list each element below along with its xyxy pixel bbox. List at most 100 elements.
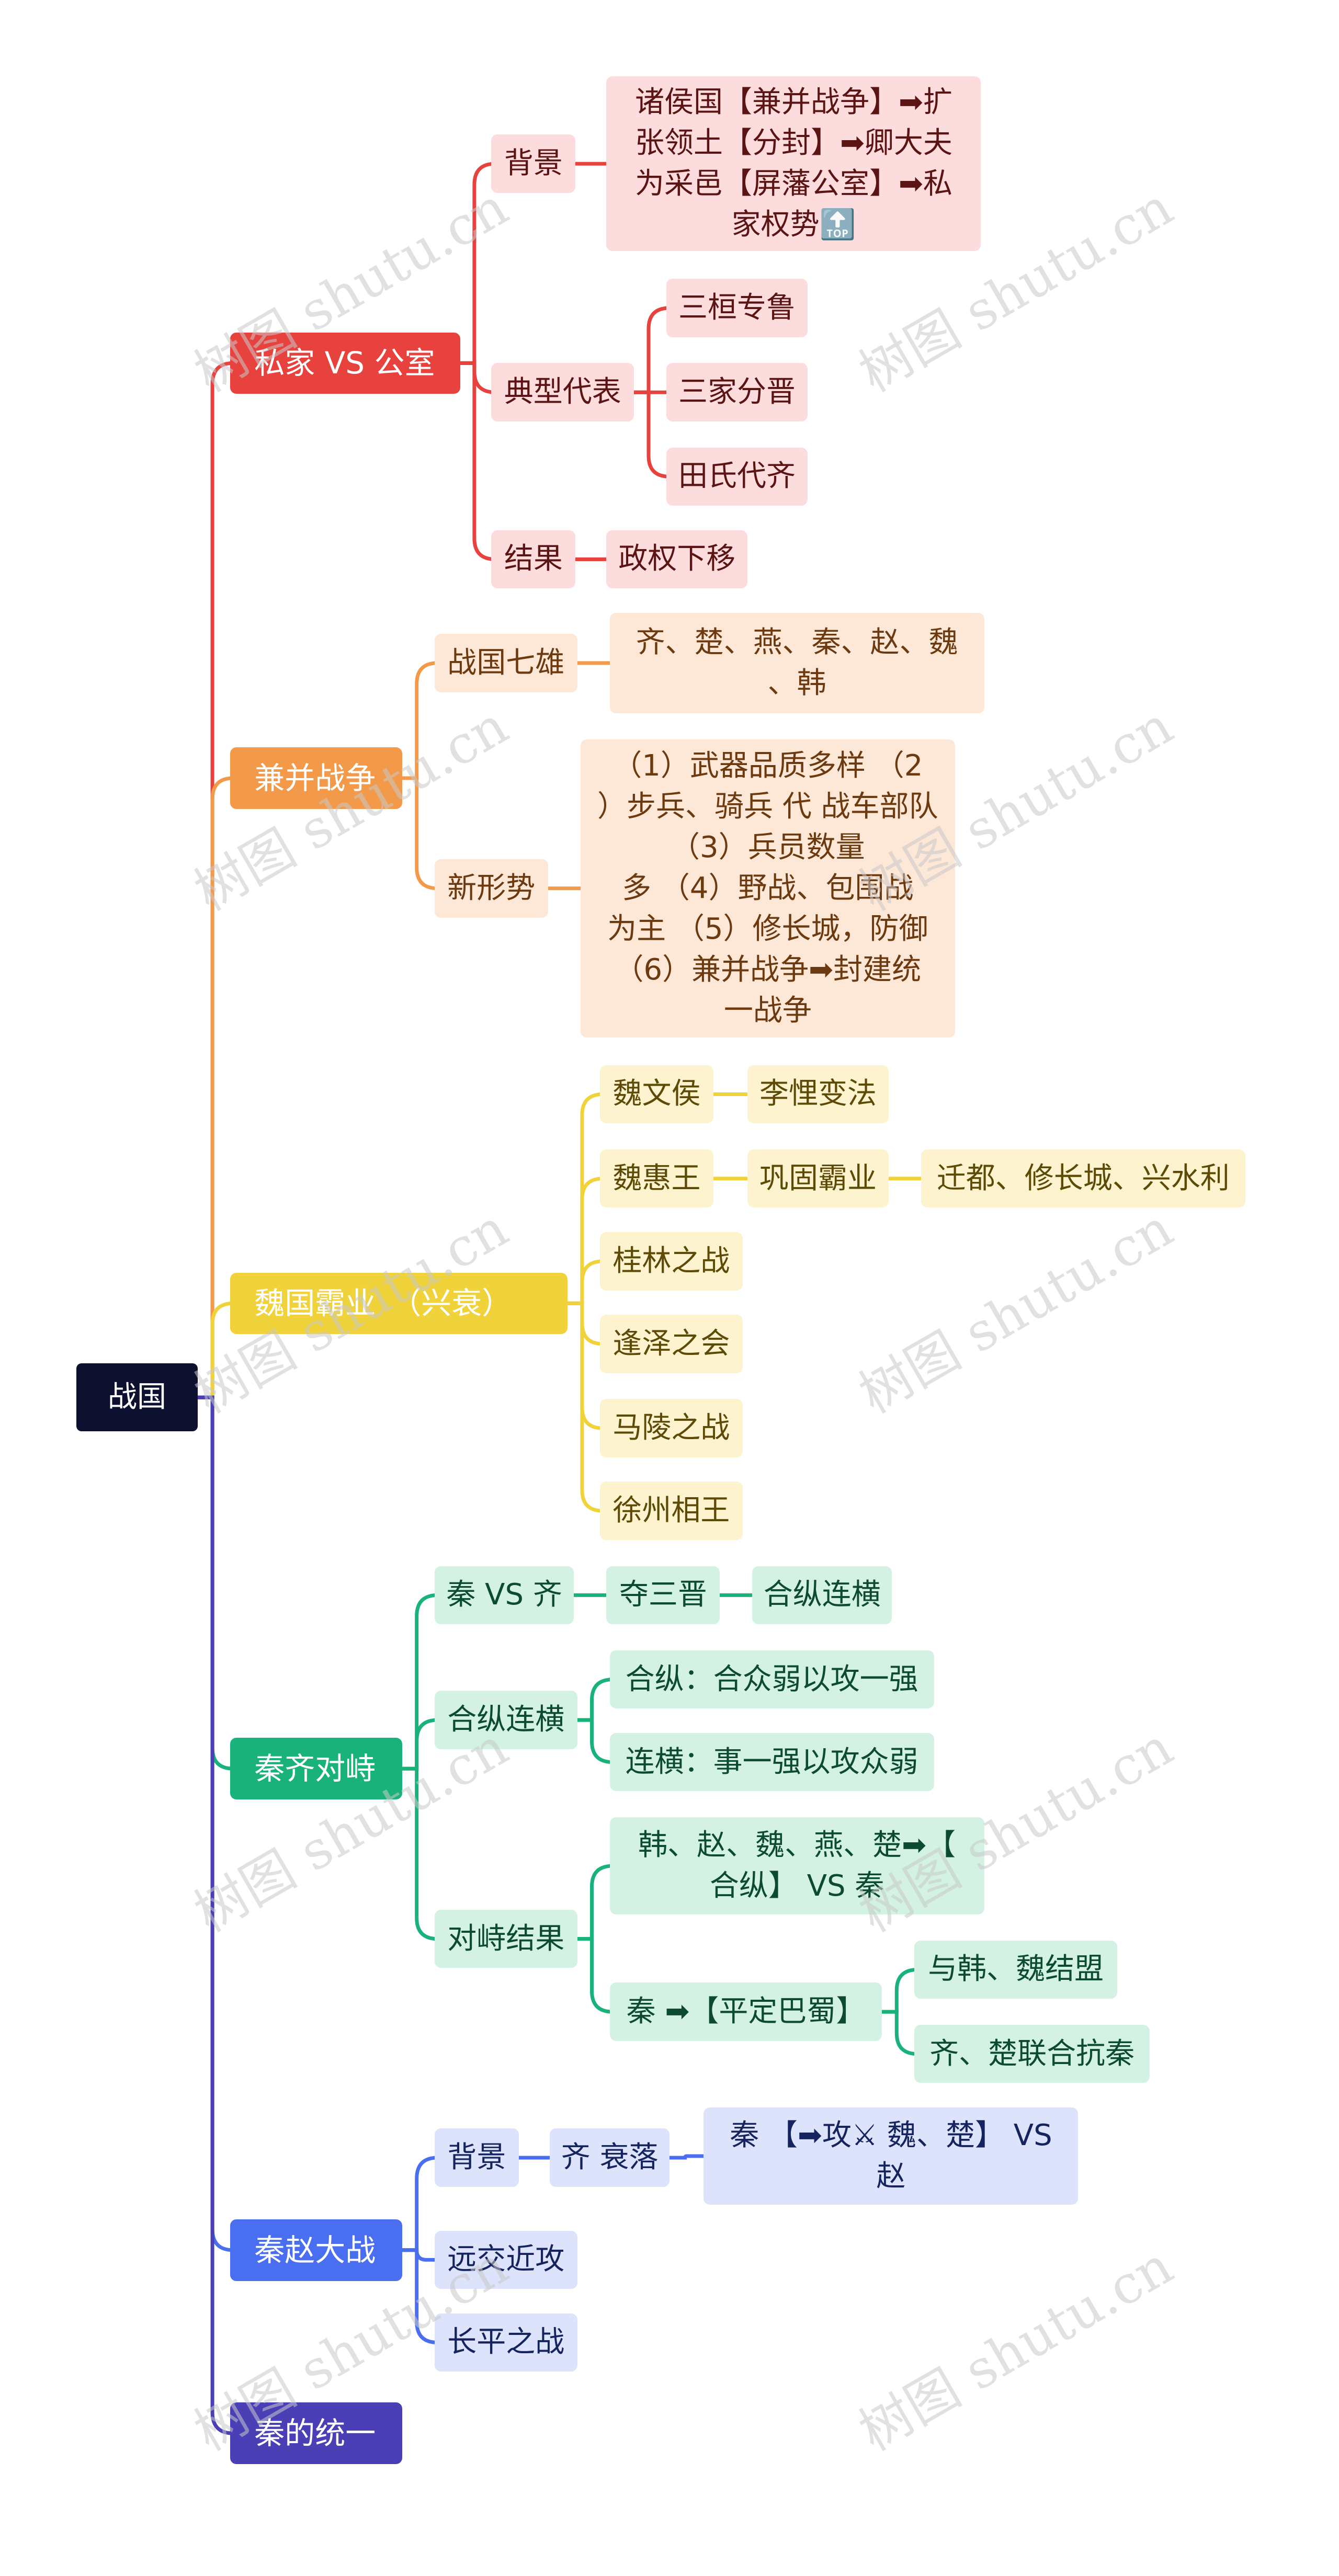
topic-node-branches-0-children-1-children-1[interactable]: 三家分晋 bbox=[666, 363, 808, 421]
node-label: 政权下移 bbox=[618, 542, 736, 576]
topic-node-branches-0-children-1-children-0[interactable]: 三桓专鲁 bbox=[666, 279, 808, 337]
topic-node-branches-4-children-1[interactable]: 远交近攻 bbox=[434, 2230, 577, 2289]
node-label: 新形势 bbox=[447, 871, 536, 905]
topic-node-branches-3-children-2-children-1-children-0[interactable]: 与韩、魏结盟 bbox=[914, 1940, 1117, 1999]
node-label: 三家分晋 bbox=[678, 375, 796, 409]
connector-line bbox=[196, 1395, 234, 2252]
topic-node-branches-0-children-0-children-0[interactable]: 诸侯国【兼并战争】➡扩 张领土【分封】➡卿大夫 为采邑【屏藩公室】➡私 家权势🔝 bbox=[606, 76, 981, 252]
topic-node-branches-3-children-0[interactable]: 秦 VS 齐 bbox=[434, 1566, 574, 1625]
node-label: 迁都、修长城、兴水利 bbox=[936, 1161, 1230, 1195]
node-label: 齐、楚、燕、秦、赵、魏 、韩 bbox=[636, 625, 958, 700]
connector-line bbox=[196, 1395, 234, 1771]
topic-node-branches-3-children-1-children-1[interactable]: 连横：事一强以攻众弱 bbox=[609, 1732, 934, 1792]
topic-node-branches-1-children-0-children-0[interactable]: 齐、楚、燕、秦、赵、魏 、韩 bbox=[609, 612, 984, 713]
connector-line bbox=[565, 1301, 604, 1430]
topic-node-branches-0-children-0[interactable]: 背景 bbox=[491, 134, 576, 193]
root-node-label: 战国 bbox=[107, 1380, 166, 1415]
node-label: 巩固霸业 bbox=[759, 1161, 877, 1195]
topic-node-branches-3-children-2[interactable]: 对峙结果 bbox=[434, 1909, 577, 1968]
topic-node-branches-3-children-0-children-0-children-0[interactable]: 合纵连横 bbox=[752, 1566, 892, 1625]
node-label: 连横：事一强以攻众弱 bbox=[625, 1745, 918, 1779]
topic-node-branches-3-children-2-children-1[interactable]: 秦 ➡【平定巴蜀】 bbox=[609, 1982, 882, 2041]
node-label: 对峙结果 bbox=[447, 1921, 565, 1956]
topic-node-branches-0-children-2-children-0[interactable]: 政权下移 bbox=[606, 530, 748, 589]
topic-node-branches-3-children-1[interactable]: 合纵连横 bbox=[434, 1691, 577, 1749]
topic-node-branches-2-children-0-children-0[interactable]: 李悝变法 bbox=[747, 1065, 889, 1124]
branch-node-branches-5[interactable]: 秦的统一 bbox=[230, 2402, 402, 2464]
node-label: 秦 ➡【平定巴蜀】 bbox=[626, 1994, 866, 2029]
node-label: 秦 【➡攻⚔ 魏、楚】 VS 赵 bbox=[730, 2118, 1052, 2193]
topic-node-branches-4-children-2[interactable]: 长平之战 bbox=[434, 2313, 577, 2372]
node-label: 合纵连横 bbox=[447, 1703, 565, 1737]
branch-node-branches-0[interactable]: 私家 VS 公室 bbox=[230, 332, 461, 394]
topic-node-branches-4-children-0-children-0[interactable]: 齐 衰落 bbox=[549, 2128, 670, 2187]
topic-node-branches-2-children-1-children-0-children-0[interactable]: 迁都、修长城、兴水利 bbox=[921, 1149, 1245, 1208]
branch-node-branches-4[interactable]: 秦赵大战 bbox=[230, 2219, 402, 2281]
connector-line bbox=[880, 2010, 918, 2056]
topic-node-branches-3-children-1-children-0[interactable]: 合纵：合众弱以攻一强 bbox=[609, 1650, 934, 1709]
node-label: 私家 VS 公室 bbox=[254, 345, 435, 381]
topic-node-branches-2-children-3[interactable]: 逢泽之会 bbox=[600, 1315, 743, 1373]
connector-line bbox=[196, 1395, 234, 2435]
connector-line bbox=[565, 1301, 604, 1346]
connector-line bbox=[400, 1593, 438, 1771]
branch-node-branches-3[interactable]: 秦齐对峙 bbox=[230, 1738, 402, 1799]
node-label: 背景 bbox=[504, 146, 563, 181]
topic-node-branches-2-children-5[interactable]: 徐州相王 bbox=[600, 1481, 743, 1540]
node-label: 逢泽之会 bbox=[612, 1326, 730, 1361]
node-label: 秦 VS 齐 bbox=[446, 1578, 562, 1612]
node-label: 与韩、魏结盟 bbox=[928, 1952, 1104, 1987]
branch-node-branches-2[interactable]: 魏国霸业 （兴衰） bbox=[230, 1272, 568, 1335]
branch-node-branches-1[interactable]: 兼并战争 bbox=[230, 747, 402, 809]
topic-node-branches-1-children-0[interactable]: 战国七雄 bbox=[434, 634, 577, 692]
node-label: 兼并战争 bbox=[254, 760, 376, 796]
connector-line bbox=[400, 661, 438, 780]
connector-line bbox=[565, 1259, 604, 1305]
topic-node-branches-4-children-0[interactable]: 背景 bbox=[434, 2128, 519, 2187]
topic-node-branches-2-children-0[interactable]: 魏文侯 bbox=[600, 1065, 713, 1124]
topic-node-branches-2-children-4[interactable]: 马陵之战 bbox=[600, 1399, 743, 1457]
node-label: 徐州相王 bbox=[612, 1494, 730, 1528]
node-label: 桂林之战 bbox=[612, 1244, 730, 1278]
connector-line bbox=[458, 162, 496, 365]
node-label: 田氏代齐 bbox=[678, 459, 796, 494]
node-label: 结果 bbox=[504, 542, 563, 576]
topic-node-branches-3-children-2-children-0[interactable]: 韩、赵、魏、燕、楚➡【 合纵】 VS 秦 bbox=[609, 1817, 984, 1915]
connector-line bbox=[575, 1718, 613, 1764]
connector-line bbox=[400, 2248, 438, 2344]
node-label: 李悝变法 bbox=[759, 1077, 877, 1111]
connector-line bbox=[565, 1177, 604, 1305]
node-label: 秦齐对峙 bbox=[254, 1751, 376, 1787]
node-label: 长平之战 bbox=[447, 2325, 565, 2360]
node-label: 远交近攻 bbox=[447, 2242, 565, 2277]
node-label: 典型代表 bbox=[504, 375, 621, 409]
connector-line bbox=[400, 776, 438, 891]
topic-node-branches-3-children-0-children-0[interactable]: 夺三晋 bbox=[606, 1566, 720, 1625]
node-label: 诸侯国【兼并战争】➡扩 张领土【分封】➡卿大夫 为采邑【屏藩公室】➡私 家权势🔝 bbox=[634, 85, 952, 242]
connector-line bbox=[400, 1766, 438, 1941]
topic-node-branches-2-children-2[interactable]: 桂林之战 bbox=[600, 1232, 743, 1291]
topic-node-branches-3-children-2-children-1-children-1[interactable]: 齐、楚联合抗秦 bbox=[914, 2024, 1150, 2083]
connector-line bbox=[632, 390, 670, 478]
connector-line bbox=[575, 1864, 613, 1941]
connector-line bbox=[196, 361, 234, 1399]
topic-node-branches-0-children-1-children-2[interactable]: 田氏代齐 bbox=[666, 447, 808, 506]
connector-line bbox=[458, 361, 496, 394]
node-label: 战国七雄 bbox=[447, 645, 565, 680]
topic-node-branches-4-children-0-children-0-children-0[interactable]: 秦 【➡攻⚔ 魏、楚】 VS 赵 bbox=[703, 2107, 1079, 2205]
root-node[interactable]: 战国 bbox=[76, 1363, 198, 1432]
topic-node-branches-2-children-1-children-0[interactable]: 巩固霸业 bbox=[747, 1149, 889, 1208]
node-label: 秦赵大战 bbox=[254, 2232, 376, 2268]
connector-line bbox=[575, 1937, 613, 2014]
topic-node-branches-2-children-1[interactable]: 魏惠王 bbox=[600, 1149, 713, 1208]
connector-line bbox=[632, 306, 670, 394]
topic-node-branches-1-children-1[interactable]: 新形势 bbox=[434, 859, 548, 918]
node-label: 背景 bbox=[447, 2140, 506, 2175]
topic-node-branches-0-children-1[interactable]: 典型代表 bbox=[491, 363, 634, 421]
connector-line bbox=[667, 2154, 706, 2160]
topic-node-branches-1-children-1-children-0[interactable]: （1）武器品质多样 （2 ）步兵、骑兵 代 战车部队 （3）兵员数量 多 （4）… bbox=[580, 739, 955, 1038]
node-label: 合纵连横 bbox=[763, 1578, 881, 1612]
node-label: 齐 衰落 bbox=[561, 2140, 659, 2175]
topic-node-branches-0-children-2[interactable]: 结果 bbox=[491, 530, 576, 589]
